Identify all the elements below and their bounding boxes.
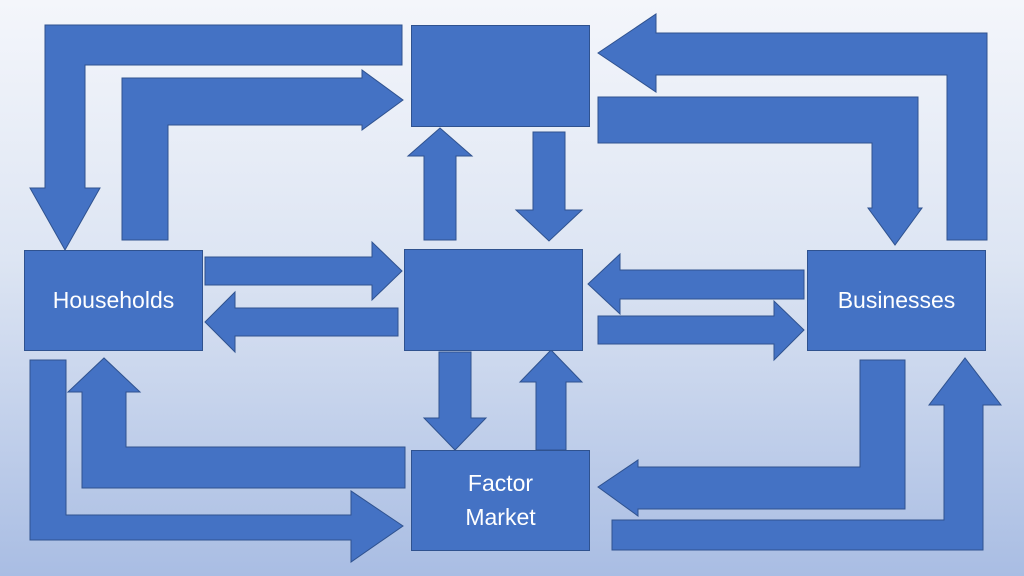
- center-box: [404, 249, 583, 351]
- arrow-top-to-households: [29, 24, 403, 252]
- arrow-households-to-factor-market: [29, 359, 404, 563]
- businesses-label: Businesses: [837, 286, 956, 313]
- factor-market-box: Factor Market: [411, 450, 590, 551]
- arrow-top-to-center: [514, 131, 584, 242]
- households-box: Households: [24, 250, 203, 351]
- arrow-center-to-factor-market: [422, 351, 488, 451]
- arrow-top-to-businesses: [597, 96, 923, 246]
- arrow-businesses-to-factor-market: [597, 359, 906, 517]
- arrow-households-to-center: [204, 240, 403, 302]
- arrow-center-to-businesses: [597, 299, 805, 362]
- arrow-businesses-to-top: [597, 13, 988, 241]
- arrow-factor-market-to-households: [66, 357, 406, 489]
- businesses-box: Businesses: [807, 250, 986, 351]
- arrow-center-to-top: [406, 127, 474, 241]
- top-box: [411, 25, 590, 127]
- arrow-factor-market-to-center: [518, 349, 584, 451]
- factor-market-label: Factor Market: [465, 470, 536, 530]
- arrow-center-to-households: [204, 290, 399, 354]
- arrow-factor-market-to-businesses: [611, 357, 1003, 551]
- arrow-households-to-top: [121, 69, 404, 241]
- households-label: Households: [52, 286, 175, 313]
- arrow-businesses-to-center: [587, 252, 805, 316]
